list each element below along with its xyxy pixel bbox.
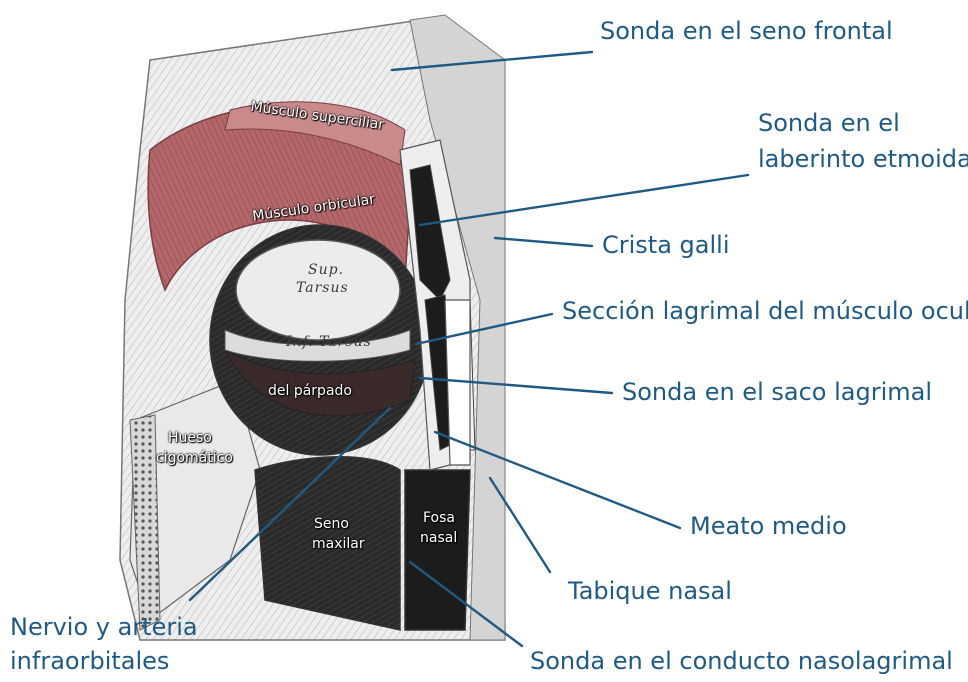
label-inf-tarsus: Inf. Tarsus xyxy=(286,334,372,350)
callout-tabique-nasal: Tabique nasal xyxy=(568,576,732,606)
label-hueso: Hueso xyxy=(168,430,212,447)
label-cigomatico: cigomático xyxy=(156,450,233,467)
nasal-fossa xyxy=(405,470,470,630)
callout-nervio-2: infraorbitales xyxy=(10,646,169,676)
label-sup: Sup. xyxy=(308,262,344,278)
label-seno: Seno xyxy=(314,516,349,533)
callout-laberinto-1: Sonda en el xyxy=(758,108,900,138)
label-del-parpado: del párpado xyxy=(268,383,352,400)
label-maxilar: maxilar xyxy=(312,536,365,553)
callout-laberinto-2: laberinto etmoidal xyxy=(758,144,968,174)
callout-seno-frontal: Sonda en el seno frontal xyxy=(600,16,893,46)
label-fosa: Fosa xyxy=(423,510,455,527)
label-nasal: nasal xyxy=(420,530,457,547)
callout-seccion-lagrimal: Sección lagrimal del músculo ocular xyxy=(562,296,968,326)
callout-saco-lagrimal: Sonda en el saco lagrimal xyxy=(622,377,932,407)
leader-crista xyxy=(495,238,592,246)
callout-meato-medio: Meato medio xyxy=(690,511,847,541)
callout-crista-galli: Crista galli xyxy=(602,230,730,260)
label-sup-tarsus: Tarsus xyxy=(296,280,349,296)
callout-conducto: Sonda en el conducto nasolagrimal xyxy=(530,646,953,676)
callout-nervio-1: Nervio y arteria xyxy=(10,612,198,642)
